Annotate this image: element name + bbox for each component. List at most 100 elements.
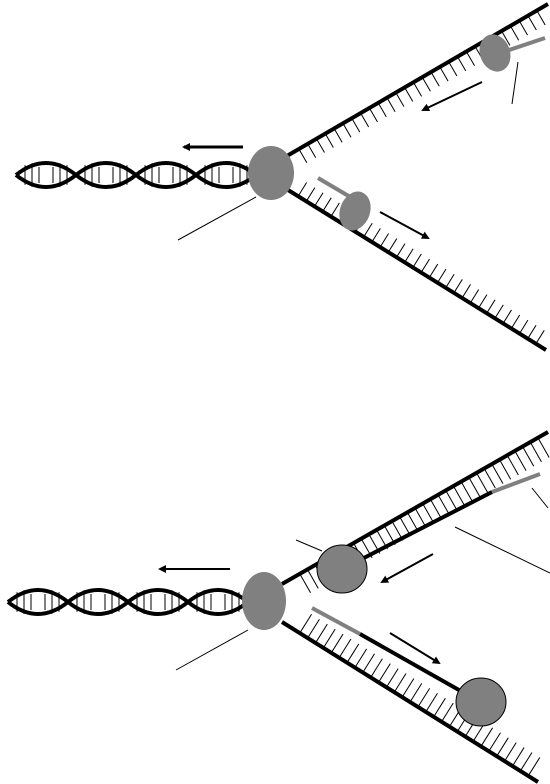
strand-tick (478, 294, 488, 309)
strand-tick (407, 512, 419, 532)
strand-tick (314, 192, 324, 207)
strand-tick (422, 503, 435, 524)
strand-tick (530, 442, 542, 463)
strand-tick (430, 72, 440, 87)
strand-tick (527, 15, 537, 31)
strand-tick (330, 202, 340, 217)
strand-tick (378, 663, 391, 683)
strand-tick (527, 757, 541, 777)
lower-template-strand (280, 620, 540, 784)
polymerase-upper-protein (316, 544, 368, 594)
strand-tick (323, 628, 336, 649)
strand-tick (502, 309, 512, 324)
arrow-lower-rightward (389, 632, 441, 665)
strand-tick (514, 451, 527, 471)
upper-strand-ticks (298, 10, 546, 163)
strand-tick (417, 688, 431, 708)
strand-tick (430, 499, 442, 519)
strand-tick (315, 623, 328, 644)
strand-tick (316, 138, 325, 153)
strand-tick (460, 481, 473, 502)
strand-tick (445, 273, 455, 289)
strand-tick (499, 459, 512, 480)
strand-tick (412, 253, 422, 268)
primer-upper (491, 472, 541, 494)
strand-tick (488, 732, 501, 752)
strand-tick (469, 289, 480, 304)
pointer-line-helicase (177, 196, 257, 241)
lower-daughter-strand (359, 632, 467, 696)
strand-tick (486, 299, 496, 314)
strand-tick (519, 21, 528, 36)
upper-template-strand (278, 2, 550, 162)
strand-tick (305, 187, 316, 202)
strand-tick (371, 228, 381, 243)
strand-tick (396, 243, 406, 258)
strand-tick (445, 490, 458, 511)
strand-tick (433, 697, 446, 718)
strand-tick (404, 87, 414, 102)
helicase-protein (248, 146, 294, 200)
strand-tick (393, 673, 407, 693)
strand-tick (360, 112, 370, 128)
strand-tick (511, 747, 525, 767)
arrow-lower-rightward (379, 211, 430, 239)
strand-tick (466, 51, 475, 67)
strand-tick (338, 638, 352, 658)
panel-bottom (6, 430, 550, 784)
panel-top (14, 2, 550, 352)
strand-tick (362, 653, 375, 673)
strand-tick (387, 238, 398, 253)
strand-tick (395, 92, 405, 107)
strand-tick (413, 82, 423, 97)
polymerase-lower-protein (339, 191, 371, 231)
pointer-line-primer (531, 487, 549, 509)
strand-tick (363, 223, 373, 238)
strand-tick (333, 128, 343, 143)
strand-tick (437, 494, 450, 515)
strand-tick (324, 133, 334, 148)
parent-helix (6, 588, 250, 616)
pointer-line-helicase (175, 629, 249, 671)
strand-tick (453, 486, 465, 506)
strand-tick (307, 618, 320, 639)
strand-tick (342, 123, 352, 138)
arrow-upper-leftward (421, 81, 483, 112)
strand-tick (519, 752, 533, 772)
strand-tick (522, 446, 535, 467)
strand-tick (307, 143, 317, 158)
lower-strand-ticks (297, 182, 545, 345)
strand-tick (510, 314, 521, 329)
strand-tick (448, 61, 458, 77)
strand-tick (507, 455, 519, 476)
strand-tick (386, 668, 399, 688)
strand-tick (480, 727, 494, 747)
strand-tick (351, 118, 361, 133)
polymerase-lower-protein (455, 677, 507, 727)
pointer-line-polymerase (295, 539, 323, 552)
strand-tick (404, 248, 414, 263)
helix-strand-b (6, 588, 250, 616)
strand-tick (306, 569, 319, 589)
primer-lower (316, 176, 354, 200)
strand-tick (437, 268, 447, 284)
strand-tick (428, 263, 439, 278)
strand-tick (501, 31, 511, 46)
strand-tick (494, 304, 504, 319)
pointer-line-primer (511, 61, 519, 105)
strand-tick (504, 742, 517, 762)
strand-tick (414, 507, 427, 528)
strand-tick (476, 473, 489, 493)
strand-tick (483, 468, 496, 489)
strand-tick (377, 102, 387, 118)
strand-tick (299, 573, 311, 594)
strand-tick (535, 330, 545, 345)
parent-helix (14, 161, 258, 189)
pointer-line-daughter (454, 526, 550, 574)
polymerase-upper-protein (479, 34, 511, 72)
strand-tick (441, 702, 454, 723)
strand-tick (425, 692, 438, 713)
strand-tick (439, 66, 449, 82)
